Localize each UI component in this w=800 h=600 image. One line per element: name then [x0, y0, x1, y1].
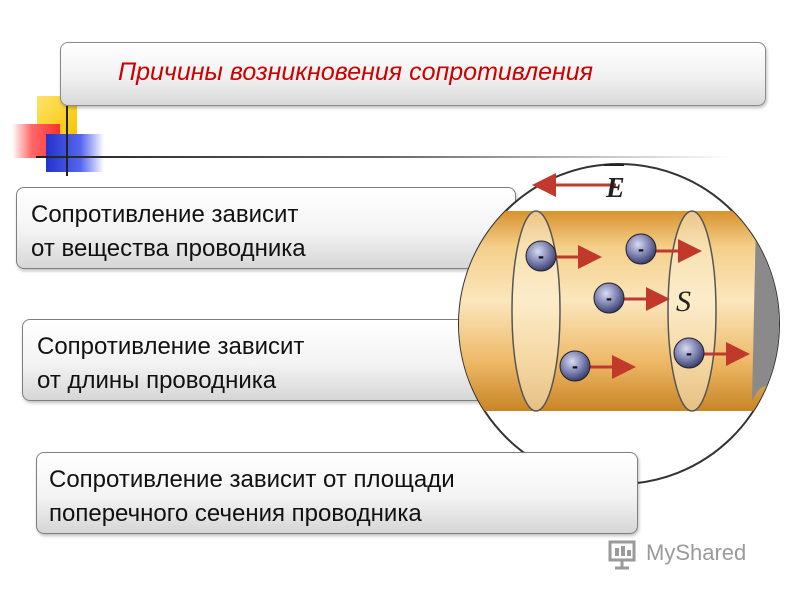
conductor-illustration-svg: E S - - - - - [458, 163, 780, 485]
conductor-right-end [752, 221, 779, 401]
charge-sign: - [572, 356, 578, 376]
field-label: E [605, 173, 625, 204]
decor-horizontal-line [36, 156, 736, 158]
slide-title: Причины возникновения сопротивления [118, 58, 594, 86]
statement-line: поперечного сечения проводника [49, 500, 422, 527]
electron: - [593, 282, 670, 314]
statement-line: от длины проводника [37, 367, 277, 394]
area-label: S [676, 285, 691, 318]
charge-sign: - [606, 288, 612, 308]
statement-line: от вещества проводника [31, 235, 306, 262]
decor-blue-square [46, 134, 104, 172]
statement-line: Сопротивление зависит от площади [49, 466, 455, 493]
electron: - [625, 233, 702, 265]
watermark: MyShared [606, 536, 766, 570]
cross-section-ellipse [511, 210, 561, 412]
decor-vertical-line [66, 104, 68, 176]
watermark-logo-icon [608, 540, 636, 570]
conductor-illustration: E S - - - - - [456, 161, 782, 487]
statement-box-length: Сопротивление зависит от длины проводник… [22, 319, 516, 401]
charge-sign: - [538, 246, 544, 266]
electron: - [559, 350, 636, 382]
statement-box-cross-section: Сопротивление зависит от площади попереч… [36, 452, 638, 534]
watermark-text: MyShared [646, 540, 747, 565]
charge-sign: - [686, 343, 692, 363]
electron: - [525, 240, 602, 272]
statement-line: Сопротивление зависит [31, 201, 299, 228]
statement-box-substance: Сопротивление зависит от вещества провод… [16, 187, 516, 269]
statement-line: Сопротивление зависит [37, 333, 305, 360]
conductor-tube [459, 211, 779, 411]
electron: - [673, 337, 750, 369]
charge-sign: - [638, 239, 644, 259]
title-box [60, 42, 766, 106]
